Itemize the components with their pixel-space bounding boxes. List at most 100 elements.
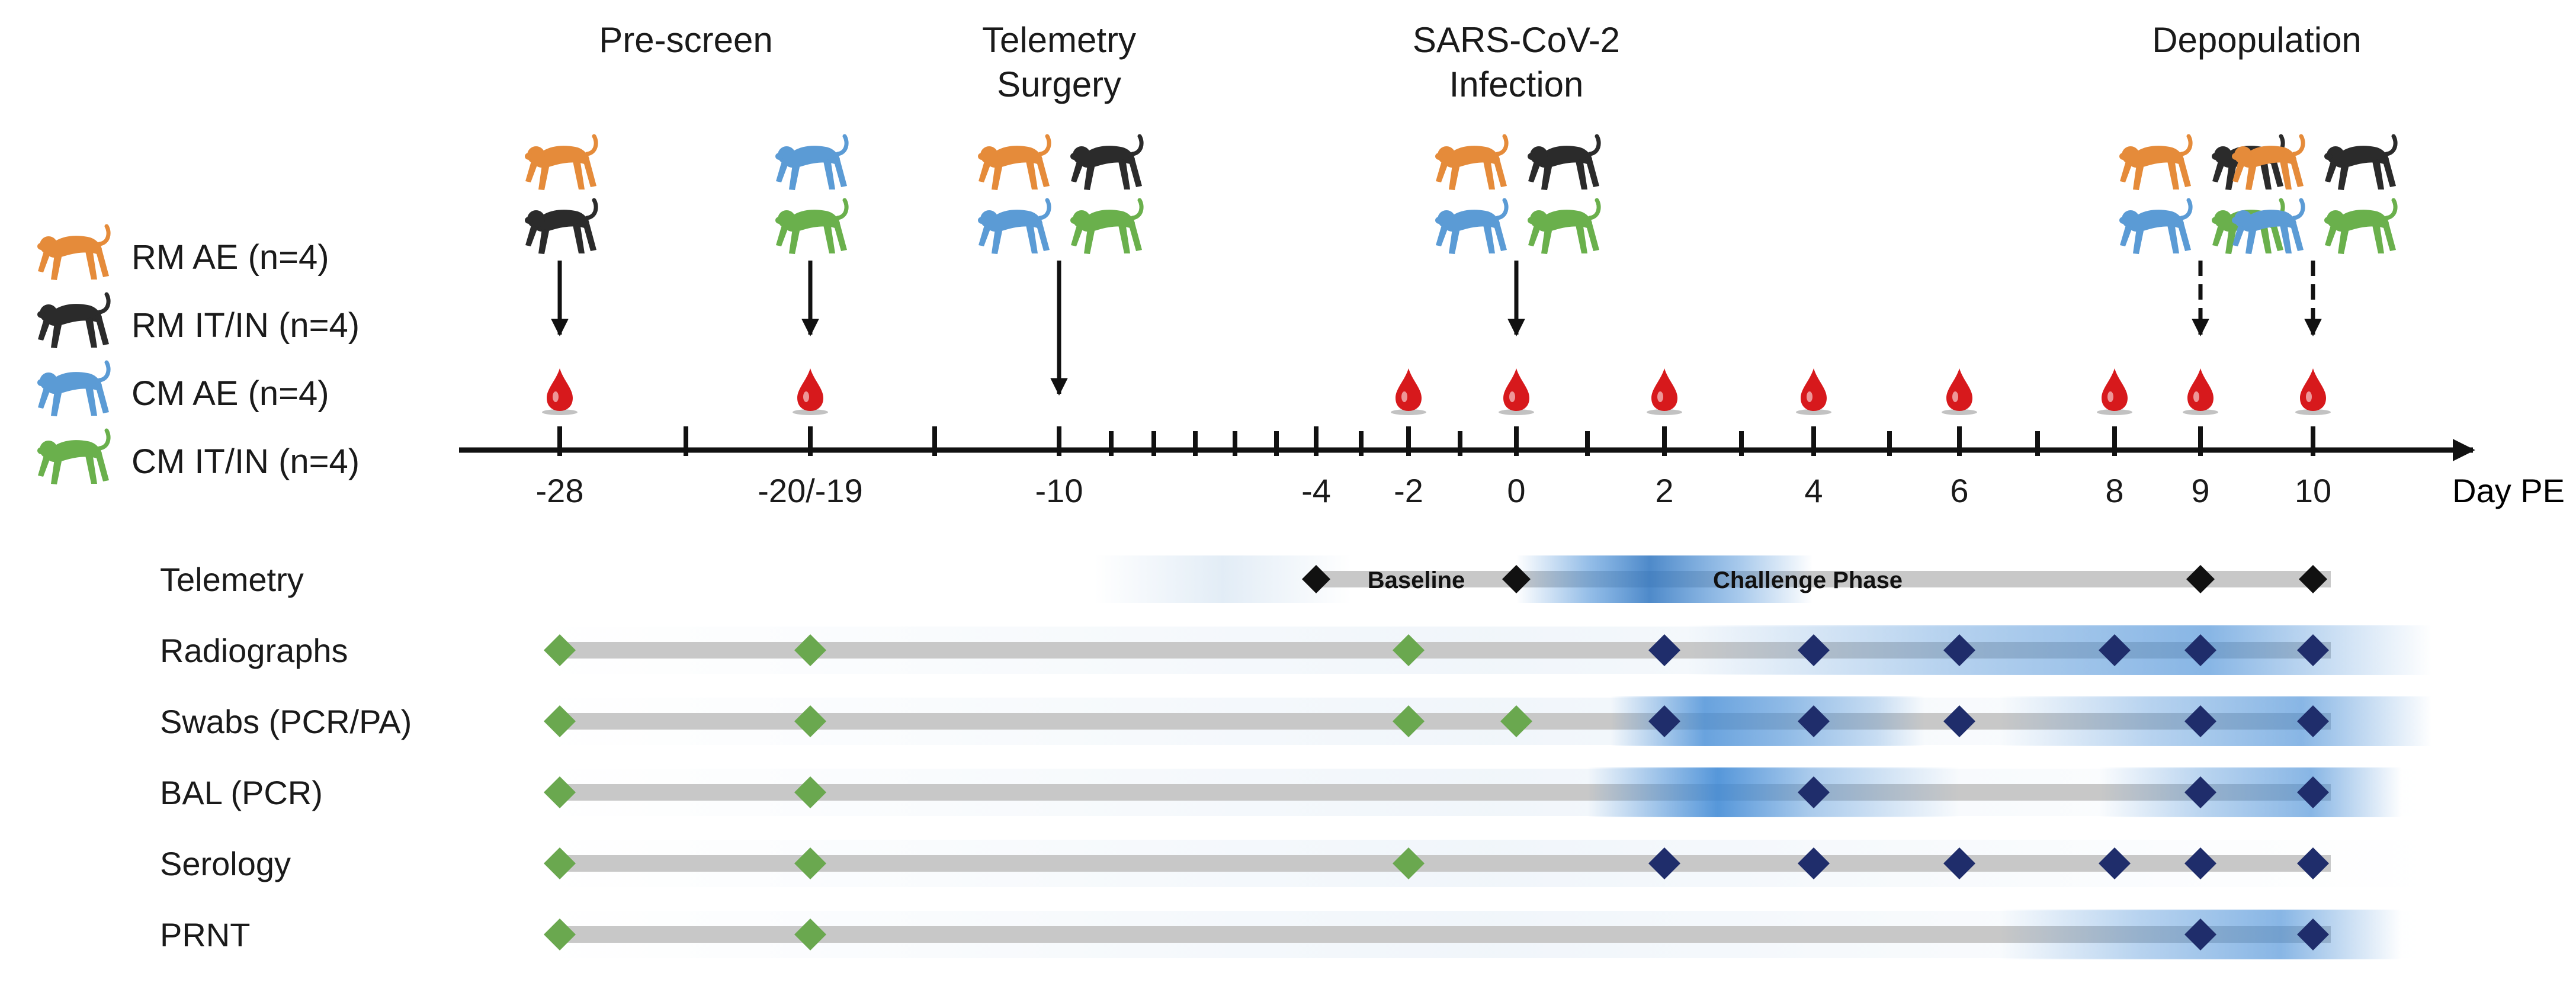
assay-track-radiographs: Radiographs <box>160 625 2437 675</box>
blood-drop-icon-day-0 <box>1499 368 1534 415</box>
monkey-icon-day-10-rm_ae <box>2232 134 2305 190</box>
legend-monkey-icon-rm-ae-n-4 <box>37 224 111 280</box>
monkey-icon-day-28-rm_itin <box>525 198 598 254</box>
phase-heading-surgery-line-2: Surgery <box>997 65 1121 104</box>
axis-tick-label-28: -28 <box>536 472 584 509</box>
assay-post-marker-bal-pcr-day-4 <box>1798 776 1830 808</box>
assay-track-serology: Serology <box>160 840 2437 887</box>
assay-bar-serology <box>560 855 2331 872</box>
axis-tick-label-2: 2 <box>1655 472 1673 509</box>
telemetry-label: Telemetry <box>160 561 304 598</box>
assay-pre-marker-swabs-pcr-pa-day-28 <box>544 705 576 737</box>
blood-drop-icon-day-2 <box>1647 368 1682 415</box>
assay-pre-marker-serology-day-19 <box>794 847 826 879</box>
monkey-icon-day-28-rm_ae <box>525 134 598 190</box>
assay-pre-marker-swabs-pcr-pa-day-2 <box>1393 705 1425 737</box>
assay-post-marker-swabs-pcr-pa-day-4 <box>1798 705 1830 737</box>
phase-heading-infection-line-1: SARS-CoV-2 <box>1413 20 1620 60</box>
assay-pre-marker-serology-day-2 <box>1393 847 1425 879</box>
blood-drop-icon-day-19 <box>793 368 828 415</box>
blood-drop-icon-day-9 <box>2183 368 2218 415</box>
monkey-groups <box>525 134 2398 254</box>
axis-tick-label-2: -2 <box>1394 472 1423 509</box>
assay-pre-marker-swabs-pcr-pa-day-19 <box>794 705 826 737</box>
axis-tick-label-10: 10 <box>2295 472 2331 509</box>
monkey-icon-day-10-cm_itin <box>2324 198 2398 254</box>
monkey-icon-day-10-cm_ae <box>2232 198 2305 254</box>
telemetry-marker-day-9 <box>2186 565 2215 593</box>
assay-label-swabs-pcr-pa: Swabs (PCR/PA) <box>160 703 412 740</box>
assay-post-marker-swabs-pcr-pa-day-9 <box>2184 705 2216 737</box>
assay-post-marker-radiographs-day-8 <box>2099 634 2131 666</box>
assay-post-marker-radiographs-day-9 <box>2184 634 2216 666</box>
legend-label-cm-it-in-n-4: CM IT/IN (n=4) <box>131 442 360 481</box>
telemetry-track: Telemetry Baseline Challenge Phase <box>160 555 2331 603</box>
assay-track-swabs-pcr-pa: Swabs (PCR/PA) <box>160 696 2437 746</box>
telemetry-marker-day-0 <box>1502 565 1531 593</box>
assay-bar-bal-pcr <box>560 784 2331 801</box>
assay-pre-marker-radiographs-day-19 <box>794 634 826 666</box>
assay-post-marker-prnt-day-9 <box>2184 918 2216 950</box>
assay-post-marker-radiographs-day-4 <box>1798 634 1830 666</box>
monkey-icon-day-9-rm_ae <box>2119 134 2193 190</box>
assay-post-marker-prnt-day-10 <box>2297 918 2329 950</box>
legend-monkey-icon-rm-it-in-n-4 <box>37 292 111 348</box>
monkey-icon-day-0-cm_ae <box>1435 198 1509 254</box>
assay-pre-marker-serology-day-28 <box>544 847 576 879</box>
assay-label-bal-pcr: BAL (PCR) <box>160 774 323 811</box>
axis-tick-label-8: 8 <box>2105 472 2123 509</box>
monkey-icon-day-0-rm_itin <box>1528 134 1601 190</box>
monkey-icon-day-10-rm_ae <box>978 134 1051 190</box>
assay-post-marker-radiographs-day-10 <box>2297 634 2329 666</box>
assay-post-marker-bal-pcr-day-10 <box>2297 776 2329 808</box>
assay-post-marker-swabs-pcr-pa-day-10 <box>2297 705 2329 737</box>
assay-post-marker-serology-day-6 <box>1943 847 1975 879</box>
blood-drop-icon-day-28 <box>542 368 578 415</box>
axis-tick-label-6: 6 <box>1950 472 1968 509</box>
assay-label-serology: Serology <box>160 845 291 882</box>
telemetry-challenge-glow <box>1516 555 1812 603</box>
assay-pre-marker-radiographs-day-2 <box>1393 634 1425 666</box>
legend-label-rm-ae-n-4: RM AE (n=4) <box>131 238 329 277</box>
blood-draws <box>542 368 2331 415</box>
assay-track-bal-pcr: BAL (PCR) <box>160 767 2437 817</box>
blood-drop-icon-day-2 <box>1391 368 1426 415</box>
telemetry-marker-day-4 <box>1302 565 1330 593</box>
phase-heading-prescreen-line-1: Pre-screen <box>599 20 772 60</box>
blood-drop-icon-day-8 <box>2097 368 2132 415</box>
legend: RM AE (n=4)RM IT/IN (n=4)CM AE (n=4)CM I… <box>37 224 360 484</box>
assay-pre-marker-swabs-pcr-pa-day-0 <box>1500 705 1532 737</box>
assay-pre-marker-radiographs-day-28 <box>544 634 576 666</box>
assay-post-marker-serology-day-4 <box>1798 847 1830 879</box>
telemetry-baseline-label: Baseline <box>1368 567 1465 593</box>
assay-post-marker-serology-day-8 <box>2099 847 2131 879</box>
assay-label-radiographs: Radiographs <box>160 632 348 669</box>
assay-track-prnt: PRNT <box>160 910 2437 959</box>
assay-pre-marker-prnt-day-19 <box>794 918 826 950</box>
assay-pre-marker-prnt-day-28 <box>544 918 576 950</box>
assay-tracks: Telemetry Baseline Challenge PhaseRadiogra… <box>160 555 2437 959</box>
axis-tick-label-9: 9 <box>2191 472 2209 509</box>
assay-glow-bal-pcr-1 <box>2099 767 2402 817</box>
legend-label-cm-ae-n-4: CM AE (n=4) <box>131 374 329 413</box>
monkey-icon-day-10-cm_itin <box>1070 198 1144 254</box>
axis-tick-label-20-19: -20/-19 <box>758 472 862 509</box>
monkey-icon-day-19-cm_ae <box>775 134 849 190</box>
telemetry-challenge-label: Challenge Phase <box>1713 567 1903 593</box>
blood-drop-icon-day-10 <box>2295 368 2331 415</box>
blood-drop-icon-day-4 <box>1796 368 1831 415</box>
assay-pre-marker-bal-pcr-day-19 <box>794 776 826 808</box>
monkey-icon-day-10-cm_ae <box>978 198 1051 254</box>
monkey-icon-day-0-cm_itin <box>1528 198 1601 254</box>
assay-post-marker-serology-day-2 <box>1648 847 1680 879</box>
axis-unit-label: Day PE <box>2452 472 2565 509</box>
monkey-icon-day-9-cm_ae <box>2119 198 2193 254</box>
axis-tick-label-10: -10 <box>1035 472 1083 509</box>
axis-tick-label-4: -4 <box>1301 472 1331 509</box>
assay-post-marker-radiographs-day-6 <box>1943 634 1975 666</box>
assay-post-marker-swabs-pcr-pa-day-2 <box>1648 705 1680 737</box>
event-arrows <box>551 261 2322 396</box>
assay-post-marker-swabs-pcr-pa-day-6 <box>1943 705 1975 737</box>
